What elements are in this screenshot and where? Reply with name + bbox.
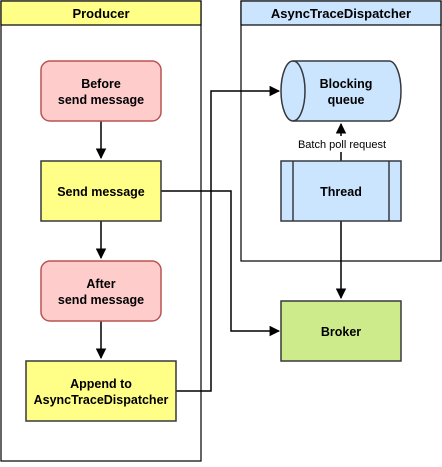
broker-label: Broker [321,325,361,339]
producer-lane-title: Producer [72,6,129,21]
queue-line2: queue [328,93,365,107]
before-send-line1: Before [81,77,121,91]
node-send-message: Send message [40,160,162,222]
node-broker: Broker [280,300,402,362]
batch-poll-label: Batch poll request [298,139,386,151]
after-send-line1: After [86,277,115,291]
thread-label: Thread [320,185,362,199]
send-message-label: Send message [57,185,145,199]
queue-line1: Blocking [320,77,373,91]
node-after-send: After send message [40,260,162,322]
append-line2: AsyncTraceDispatcher [34,393,169,407]
producer-lane-header [0,0,202,26]
edge-send-to-broker [161,190,281,337]
dispatcher-lane-title: AsyncTraceDispatcher [271,6,411,21]
dispatcher-lane-header [240,0,442,26]
node-append: Append to AsyncTraceDispatcher [25,360,177,422]
after-send-line2: send message [58,293,144,307]
before-send-line2: send message [58,93,144,107]
edges: Batch poll request [95,85,392,392]
append-line1: Append to [70,377,132,391]
edge-label-bg [290,136,392,152]
node-blocking-queue: Blocking queue [280,60,402,122]
node-thread: Thread [280,160,402,222]
edge-append-to-queue [176,85,281,392]
node-before-send: Before send message [40,60,162,122]
